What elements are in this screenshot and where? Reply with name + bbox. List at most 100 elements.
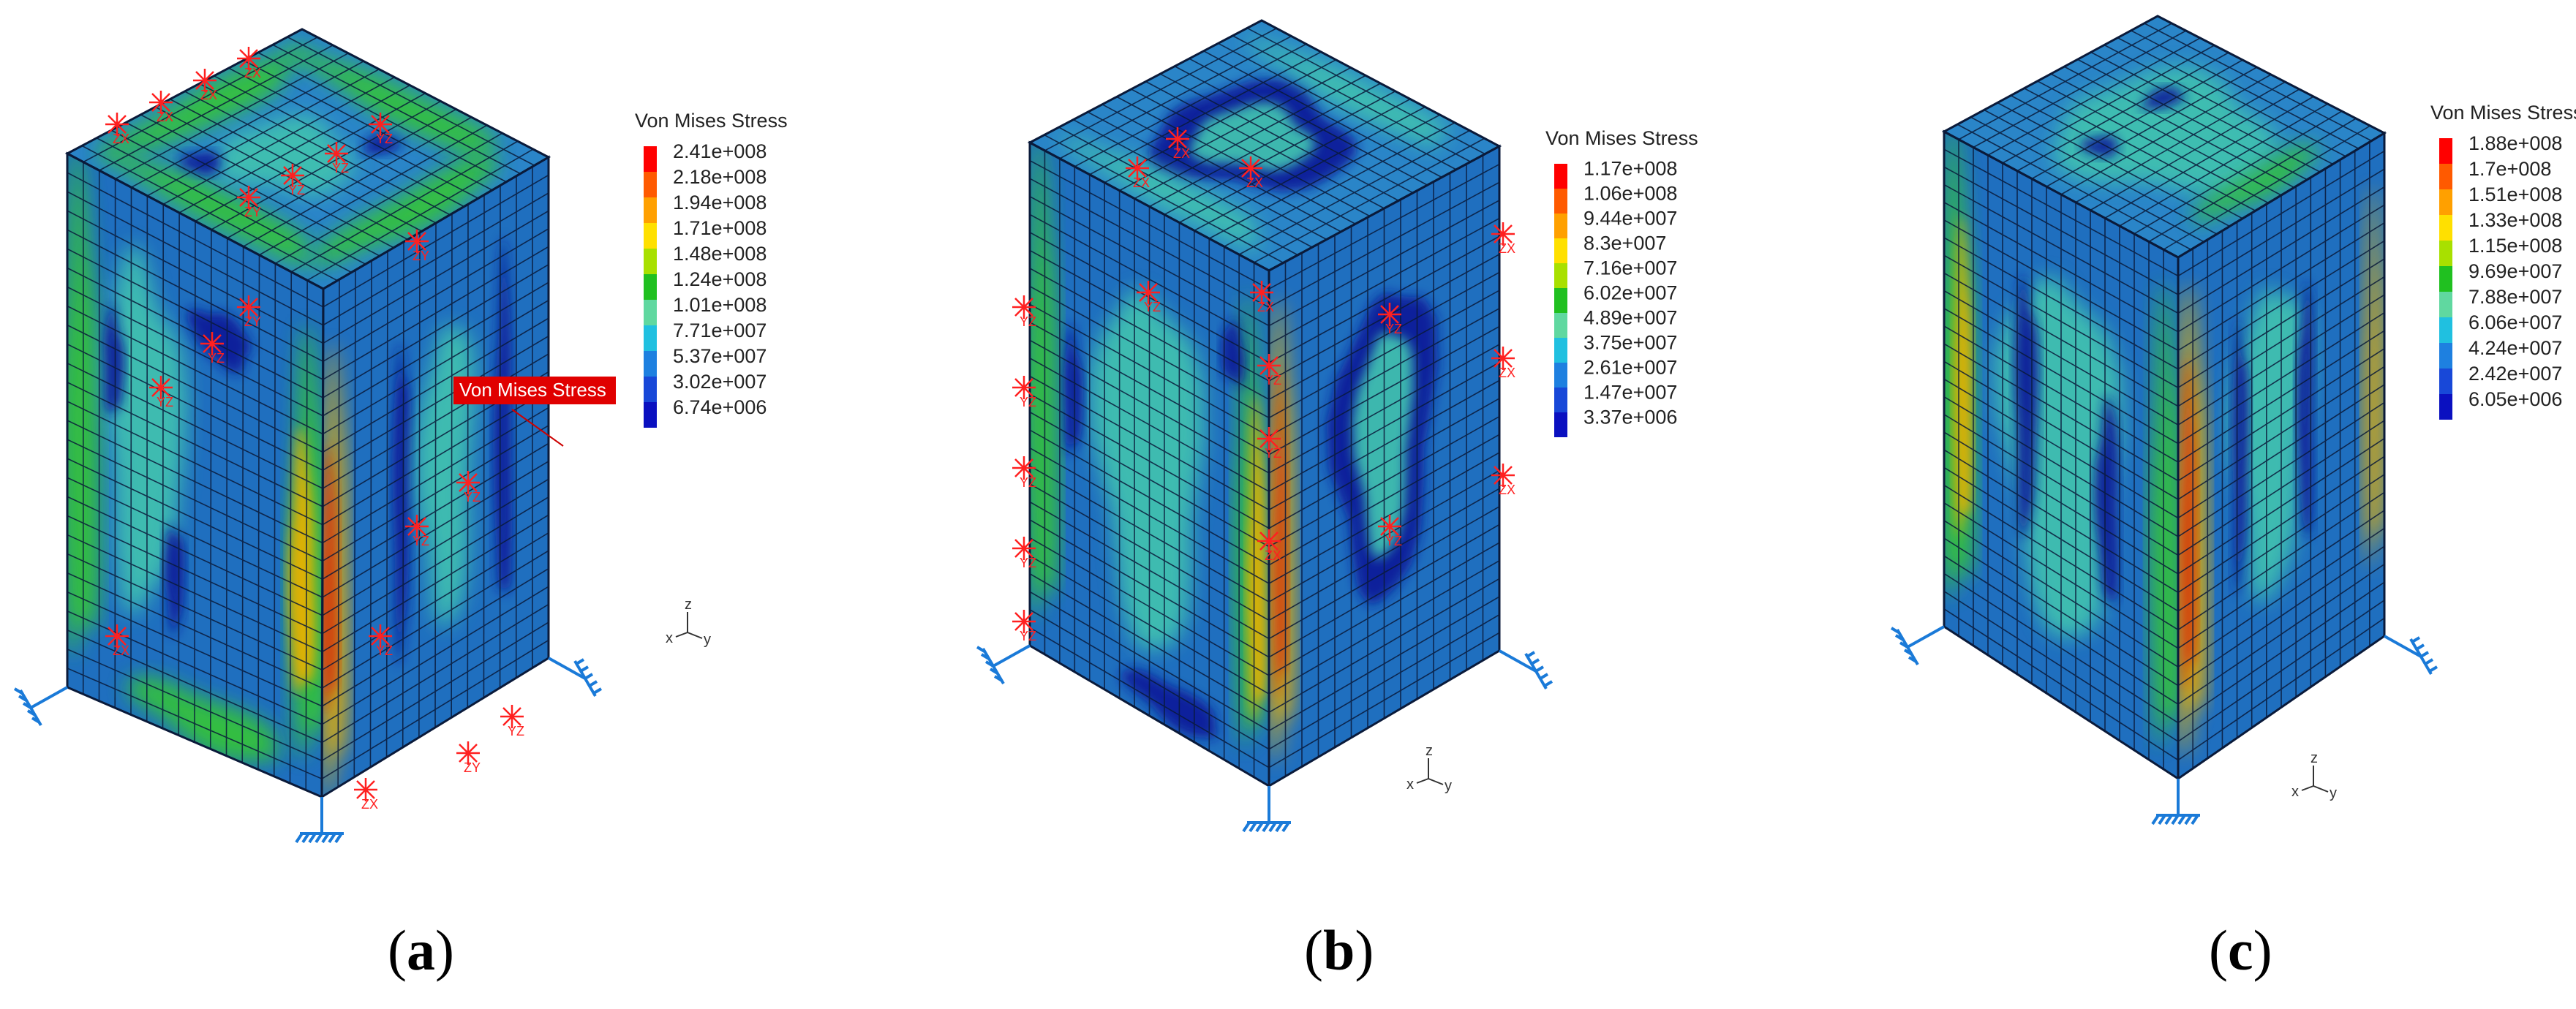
panel-b-legend-swatch-8 (1554, 363, 1567, 388)
panel-b-constraint-icon-17 (1378, 515, 1401, 538)
panel-b-legend-value-2: 9.44e+007 (1583, 207, 1677, 229)
panel-a-left-contour-5 (103, 303, 125, 415)
panel-a-triad-z-label: z (685, 597, 692, 613)
panel-c-triad-x-label: x (2291, 784, 2299, 800)
panel-caption-b: (b) (1304, 918, 1374, 982)
panel-b-constraint-icon-16 (1378, 303, 1401, 326)
panel-b-constraint-icon-16-label: YZ (1385, 322, 1402, 336)
panel-a-constraint-icon-16 (456, 741, 480, 765)
panel-a-support-icon-2 (548, 657, 603, 698)
panel-a-legend-value-9: 3.02e+007 (673, 371, 767, 393)
panel-b-legend-title: Von Mises Stress (1545, 127, 1698, 149)
panel-a-constraint-icon-16-label: ZY (464, 760, 481, 775)
panel-a-face-left (67, 154, 323, 797)
panel-b-constraint-icon-6-label: YZ (1020, 395, 1036, 409)
panel-a-legend-value-5: 1.24e+008 (673, 268, 767, 290)
panel-b-constraint-icon-8 (1012, 537, 1036, 560)
panel-c-legend-value-6: 7.88e+007 (2468, 286, 2562, 308)
panel-c-legend-value-9: 2.42e+007 (2468, 363, 2562, 385)
panel-a-constraint-icon-7 (237, 186, 260, 209)
panel-b-face-right (1269, 146, 1499, 786)
panel-b-support-icon-1 (1242, 786, 1291, 833)
panel-c-triad-y-label: y (2330, 785, 2337, 801)
panel-b-support-icon-2 (1499, 649, 1553, 690)
panel-a-left-mesh (67, 162, 323, 790)
panel-b-constraint-icon-17-label: YZ (1385, 534, 1402, 548)
panel-c-top-edge (1941, 15, 2387, 259)
panel-b-left-contour-4 (1063, 322, 1083, 456)
panel-c-legend-value-0: 1.88e+008 (2468, 132, 2562, 154)
panel-a-legend-swatch-3 (644, 223, 657, 249)
panel-b-constraint-icon-4 (1137, 281, 1160, 304)
panel-c-legend-value-10: 6.05e+006 (2468, 388, 2562, 410)
panel-c-legend-value-8: 4.24e+007 (2468, 337, 2562, 359)
panel-b-triad-y-label: y (1445, 778, 1452, 794)
panel-c-left-mesh (1944, 139, 2178, 769)
panel-b-constraint-icon-10 (1257, 354, 1281, 377)
panel-b: ZXZXZXZXYZYZYZYZYZYZYZYZZXZXZXZXYZYZVon … (976, 19, 1698, 833)
panel-b-constraint-icon-9-label: YZ (1020, 629, 1036, 643)
panel-a-legend-value-8: 5.37e+007 (673, 345, 767, 367)
panel-a-left-contour-4 (186, 308, 252, 374)
panel-a-constraint-icon-17-label: ZX (361, 797, 378, 812)
panel-a-left-contour-6 (163, 524, 185, 637)
panel-b-constraint-icon-5-label: YZ (1020, 314, 1036, 329)
panel-a-constraint-icon-1 (149, 91, 173, 114)
panel-c-legend-swatch-10 (2439, 394, 2452, 420)
panel-a-triad-x-axis (675, 632, 688, 638)
panel-a-legend-swatch-2 (644, 197, 657, 223)
panel-b-legend-swatch-5 (1554, 288, 1567, 313)
panel-b-constraint-icon-2-label: ZX (1246, 175, 1263, 190)
panel-b-legend-swatch-6 (1554, 313, 1567, 338)
panel-a-constraint-icon-9-label: ZY (244, 314, 261, 329)
panel-a-constraint-icon-17 (354, 778, 377, 801)
panel-a-legend-swatch-8 (644, 351, 657, 377)
panel-b-legend-swatch-3 (1554, 238, 1567, 263)
panel-b-constraint-icon-0-label: ZX (1133, 175, 1150, 190)
panel-b-constraint-icon-13 (1491, 222, 1515, 246)
panel-c-legend-swatch-3 (2439, 215, 2452, 241)
panel-a-constraint-icon-2-label: ZX (200, 88, 217, 102)
panel-c-fe-block (1941, 15, 2387, 781)
panel-c-legend-swatch-4 (2439, 241, 2452, 266)
panel-b-constraint-icon-3-label: ZX (1257, 300, 1274, 314)
panel-c-legend-swatch-1 (2439, 164, 2452, 189)
panel-a-legend-value-6: 1.01e+008 (673, 294, 767, 316)
panel-a-top-edge (64, 28, 551, 290)
panel-c-legend-title: Von Mises Stress (2430, 102, 2576, 124)
panel-a-triad-y-label: y (704, 632, 711, 648)
panel-a-legend-value-1: 2.18e+008 (673, 166, 767, 188)
panel-a-triad-y-axis (687, 632, 703, 639)
panel-c-legend-value-2: 1.51e+008 (2468, 184, 2562, 205)
panel-b-legend-value-9: 1.47e+007 (1583, 381, 1677, 403)
panel-a-top-contour-0 (101, 48, 306, 156)
panel-b-face-top (1030, 20, 1499, 271)
panel-a-top-contour-5 (180, 151, 222, 175)
panel-a-constraint-icon-13-label: YZ (413, 534, 429, 548)
panel-b-triad-z-label: z (1426, 743, 1433, 759)
panel-a-legend-title: Von Mises Stress (635, 110, 788, 132)
panel-b-left-contour-6 (1121, 669, 1218, 738)
panel-a-constraint-icon-10 (200, 332, 224, 355)
panel-a-constraint-icon-15 (500, 705, 524, 728)
panel-a-legend-swatch-0 (644, 146, 657, 172)
panel-c-legend-swatch-9 (2439, 369, 2452, 394)
panel-c-support-icon-0 (1890, 625, 1945, 666)
panel-c-legend-value-5: 9.69e+007 (2468, 260, 2562, 282)
panel-c-top-mesh (1957, 23, 2372, 251)
panel-a-legend-value-0: 2.41e+008 (673, 140, 767, 162)
panel-a-legend-swatch-1 (644, 172, 657, 197)
panel-caption-a: (a) (388, 918, 454, 982)
panel-a-legend-swatch-9 (644, 377, 657, 402)
panel-a-constraint-icon-6-label: YZ (288, 183, 305, 197)
panel-a-left-contour-3 (288, 426, 315, 696)
panel-caption-c-letter: c (2227, 918, 2253, 982)
panel-b-constraint-icon-15 (1491, 464, 1515, 487)
panel-b-left-contour-1 (1090, 287, 1205, 651)
panel-b-constraint-icon-1 (1166, 127, 1189, 151)
panel-a-tag-box (453, 377, 616, 404)
panel-a-legend-value-3: 1.71e+008 (673, 217, 767, 239)
panel-b-top-mesh (1044, 27, 1485, 264)
panel-b-right-contour-1 (1273, 371, 1288, 700)
panel-caption-a-letter: a (406, 918, 435, 982)
